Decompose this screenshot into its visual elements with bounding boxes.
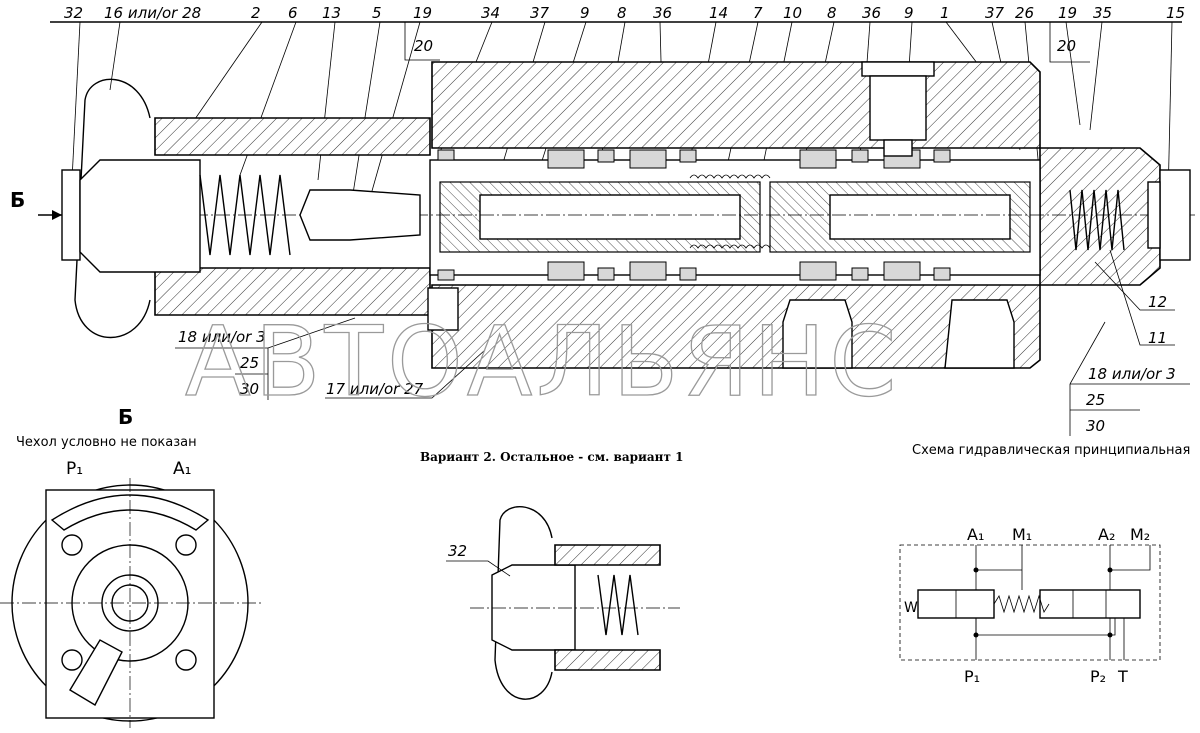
main-section-view: Б 12 11 18 или/or 3 25 30 17 или/or 27 1… [10,61,1195,436]
grooves [437,149,951,281]
callout-14: 14 [709,4,728,22]
callout-26: 26 [1015,4,1034,22]
callout-12: 12 [1148,293,1167,311]
callout-10: 10 [783,4,802,22]
callout-5: 5 [372,4,382,22]
callout-8b: 8 [827,4,837,22]
callout-36: 36 [653,4,672,22]
hydraulic-schema: Схема гидравлическая принципиальная A₁ M… [899,443,1190,686]
port-label-p1: P₁ [66,459,83,479]
callout-34: 34 [481,4,500,22]
callout-30-right: 30 [1086,417,1105,435]
callout-25-right: 25 [1086,391,1105,409]
callout-6: 6 [288,4,298,22]
arrow-label-b: Б [10,188,25,212]
schema-p2: P₂ [1090,667,1106,686]
schema-a2: A₂ [1098,525,1115,544]
callout-16-28: 16 или/or 28 [104,4,201,22]
callout-8: 8 [617,4,627,22]
callout-13: 13 [322,4,341,22]
callout-7: 7 [753,4,763,22]
variant-callout-32: 32 [448,542,467,560]
callout-32: 32 [64,4,83,22]
callout-37b: 37 [985,4,1005,22]
callout-11: 11 [1148,329,1167,347]
callout-19b: 19 [1058,4,1077,22]
callout-35: 35 [1093,4,1112,22]
callout-1: 1 [940,4,950,22]
callout-header: 32 16 или/or 28 2 6 13 5 19 34 37 9 8 36… [50,4,1185,241]
callout-18-3-left: 18 или/or 3 [178,328,266,346]
callout-stack-right: 18 или/or 3 25 30 [1069,321,1190,436]
schema-a1: A₁ [967,525,984,544]
callout-18-3-right: 18 или/or 3 [1088,365,1176,383]
schema-w: W [904,600,918,616]
schema-p1: P₁ [964,667,980,686]
callout-17-27: 17 или/or 27 [326,380,424,398]
callout-9: 9 [580,4,590,22]
variant-caption: Вариант 2. Остальное - см. вариант 1 [420,450,683,464]
callout-19: 19 [413,4,432,22]
callout-20-right: 20 [1057,37,1076,55]
callout-stack-left: 18 или/or 3 25 30 [175,317,356,400]
callout-30-left: 30 [240,380,259,398]
schema-title: Схема гидравлическая принципиальная [912,443,1190,458]
callout-9b: 9 [904,4,914,22]
watermark: АВТОАЛЬЯНС [185,306,900,418]
schema-m2: M₂ [1130,525,1150,544]
callout-15: 15 [1166,4,1185,22]
callout-36b: 36 [862,4,881,22]
callout-37: 37 [530,4,550,22]
schema-t: T [1117,667,1128,686]
view-b: Б Чехол условно не показан P₁ A₁ [0,405,262,728]
callout-20-left: 20 [414,37,433,55]
schema-m1: M₁ [1012,525,1032,544]
port-label-a1: A₁ [173,459,191,479]
cover-note: Чехол условно не показан [16,435,197,450]
variant-2-view: Вариант 2. Остальное - см. вариант 1 32 [420,450,683,700]
callout-2: 2 [251,4,261,22]
view-b-label: Б [118,405,133,429]
callout-25-left: 25 [240,354,259,372]
